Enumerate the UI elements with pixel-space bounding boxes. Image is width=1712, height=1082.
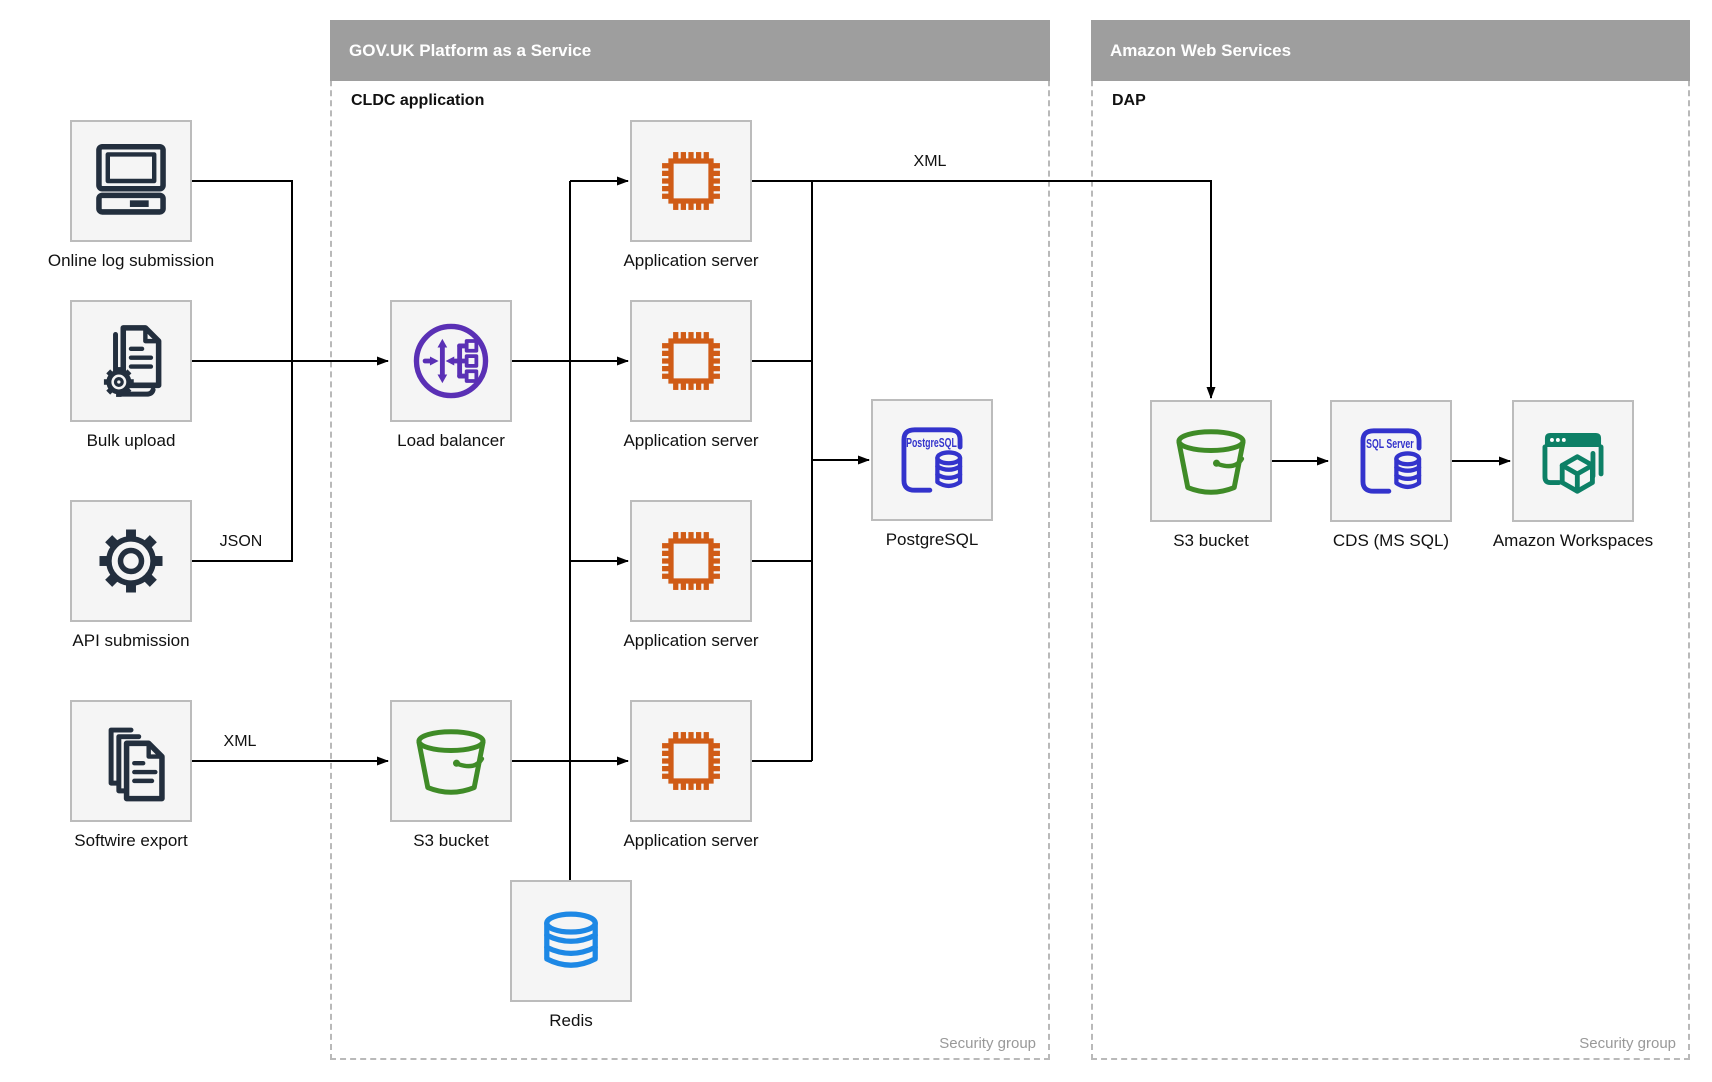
paas-security-group-label: Security group: [939, 1035, 1036, 1052]
elastic-load-balancer-icon: [413, 323, 489, 399]
node-box: [1512, 400, 1634, 522]
node-box: [630, 300, 752, 422]
s3-bucket-icon: [1176, 429, 1246, 495]
node-label: S3 bucket: [413, 831, 489, 850]
node-label: CDS (MS SQL): [1332, 531, 1450, 550]
node-online-log-submission: Online log submission: [21, 120, 241, 271]
node-softwire-export: Softwire export: [21, 700, 241, 851]
node-box: [1150, 400, 1272, 522]
document-gear-icon: [103, 325, 162, 397]
node-redis: Redis: [461, 880, 681, 1031]
edge-app1-xml-to-aws-s3: [752, 180, 1216, 399]
postgresql-database-icon: PostgreSQL: [901, 427, 963, 493]
node-bulk-upload: Bulk upload: [21, 300, 241, 451]
node-postgresql: PostgreSQL PostgreSQL: [822, 399, 1042, 550]
edge-label-xml-softwire: XML: [223, 733, 257, 750]
node-label: Application server: [623, 831, 759, 850]
gear-icon: [99, 529, 163, 593]
edge-api-to-bus: [192, 361, 293, 562]
cpu-chip-icon: [662, 152, 720, 210]
edge-label-json: JSON: [219, 533, 263, 550]
edge-label-xml-appserver: XML: [913, 153, 947, 170]
node-box: [390, 300, 512, 422]
cpu-chip-icon: [662, 532, 720, 590]
node-box: [70, 300, 192, 422]
node-label: S3 bucket: [1173, 531, 1249, 550]
node-paas-s3-bucket: S3 bucket: [341, 700, 561, 851]
node-api-submission: API submission: [21, 500, 241, 651]
node-cds-ms-sql: SQL Server CDS (MS SQL): [1281, 400, 1501, 551]
node-label: Application server: [623, 431, 759, 450]
aws-container-sublabel: DAP: [1112, 92, 1146, 109]
postgresql-icon-text: PostgreSQL: [906, 435, 957, 450]
node-label: Amazon Workspaces: [1492, 531, 1654, 550]
redis-database-icon: [544, 911, 598, 968]
node-box: [390, 700, 512, 822]
node-label: Softwire export: [74, 831, 188, 850]
node-label: API submission: [72, 631, 190, 650]
node-label: Online log submission: [47, 251, 215, 270]
node-application-server-1: Application server: [581, 120, 801, 271]
sql-server-database-icon: SQL Server: [1360, 428, 1422, 494]
node-application-server-3: Application server: [581, 500, 801, 651]
node-aws-s3-bucket: S3 bucket: [1101, 400, 1321, 551]
documents-stack-icon: [108, 727, 165, 802]
node-box: [510, 880, 632, 1002]
cpu-chip-icon: [662, 732, 720, 790]
node-label: Load balancer: [397, 431, 505, 450]
node-box: SQL Server: [1330, 400, 1452, 522]
edge-online-log-to-bus: [192, 180, 293, 361]
node-label: PostgreSQL: [885, 530, 979, 549]
node-box: PostgreSQL: [871, 399, 993, 521]
node-application-server-4: Application server: [581, 700, 801, 851]
node-load-balancer: Load balancer: [341, 300, 561, 451]
node-box: [70, 500, 192, 622]
node-box: [630, 500, 752, 622]
aws-security-group-label: Security group: [1579, 1035, 1676, 1052]
node-box: [70, 700, 192, 822]
node-label: Redis: [549, 1011, 593, 1030]
desktop-computer-icon: [96, 143, 166, 215]
s3-bucket-icon: [416, 729, 486, 795]
node-label: Bulk upload: [86, 431, 176, 450]
aws-container-title: Amazon Web Services: [1091, 20, 1690, 81]
node-amazon-workspaces: Amazon Workspaces: [1463, 400, 1683, 551]
amazon-workspaces-icon: [1542, 432, 1604, 494]
paas-container-title: GOV.UK Platform as a Service: [330, 20, 1050, 81]
aws-container: Amazon Web Services DAP Security group: [1091, 20, 1690, 1060]
cpu-chip-icon: [662, 332, 720, 390]
paas-container-sublabel: CLDC application: [351, 92, 485, 109]
sql-server-icon-text: SQL Server: [1366, 436, 1413, 451]
node-label: Application server: [623, 251, 759, 270]
node-box: [630, 700, 752, 822]
node-application-server-2: Application server: [581, 300, 801, 451]
node-box: [630, 120, 752, 242]
node-label: Application server: [623, 631, 759, 650]
paas-container: GOV.UK Platform as a Service CLDC applic…: [330, 20, 1050, 1060]
node-box: [70, 120, 192, 242]
